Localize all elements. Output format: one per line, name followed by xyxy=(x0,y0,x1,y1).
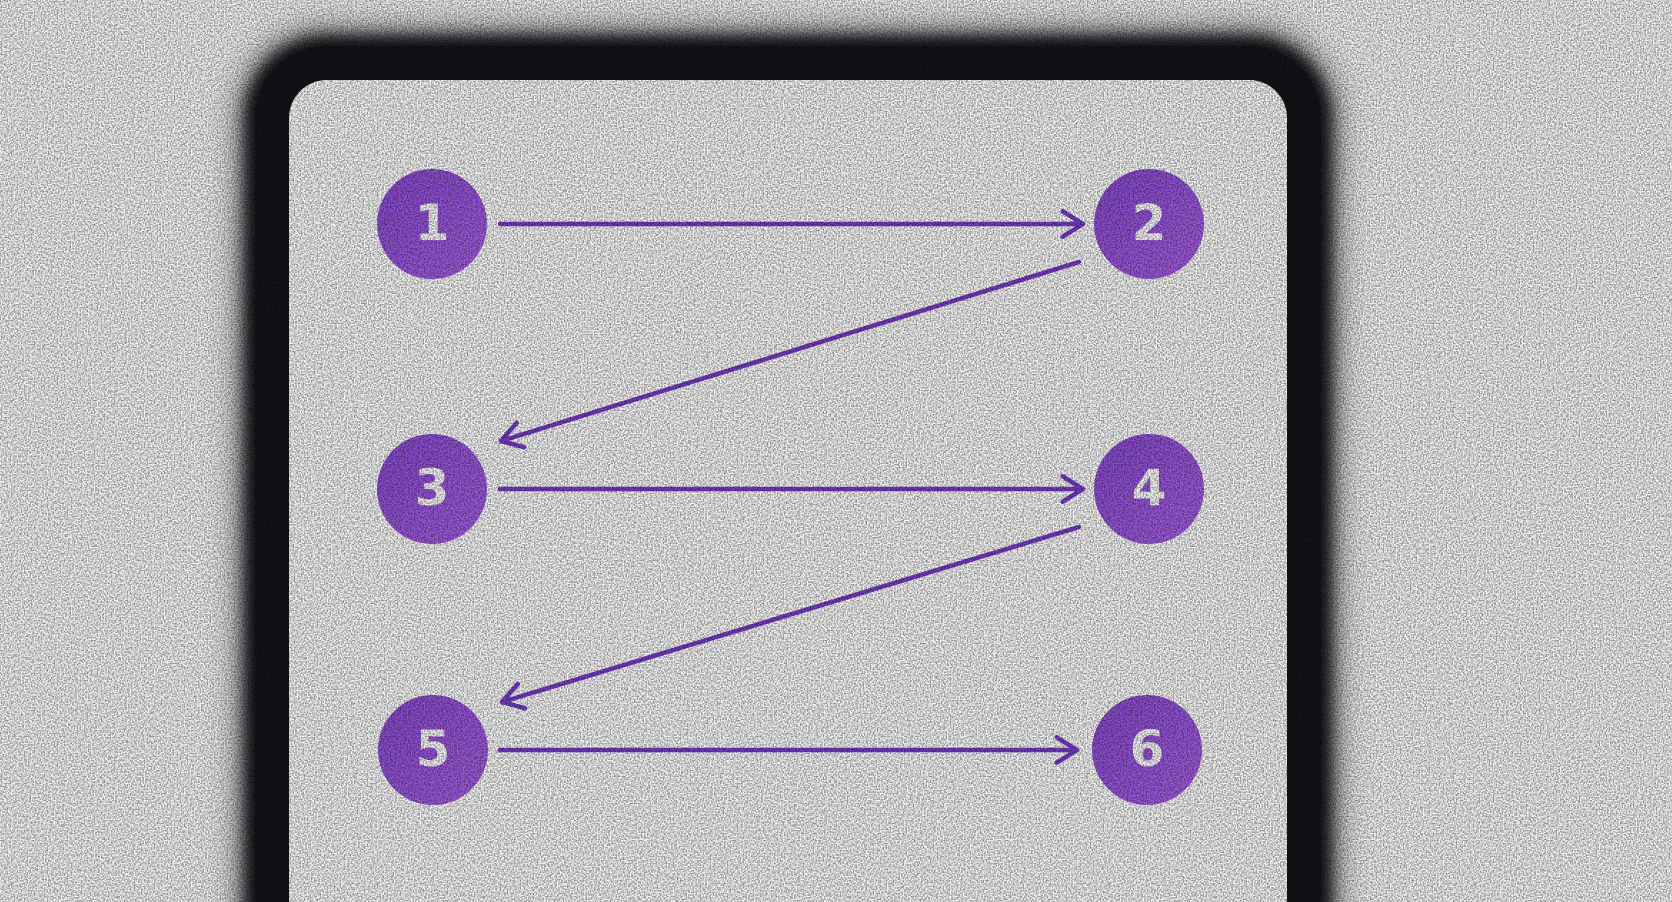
step-node-6: 6 xyxy=(1092,695,1202,805)
step-number: 5 xyxy=(415,720,451,778)
step-number: 6 xyxy=(1129,720,1165,778)
step-node-3: 3 xyxy=(377,434,487,544)
step-node-2: 2 xyxy=(1094,169,1204,279)
step-node-4: 4 xyxy=(1094,434,1204,544)
step-number: 2 xyxy=(1131,194,1167,252)
step-node-5: 5 xyxy=(378,695,488,805)
step-number: 3 xyxy=(414,459,450,517)
step-number: 1 xyxy=(414,194,450,252)
step-number: 4 xyxy=(1131,459,1167,517)
step-node-1: 1 xyxy=(377,169,487,279)
